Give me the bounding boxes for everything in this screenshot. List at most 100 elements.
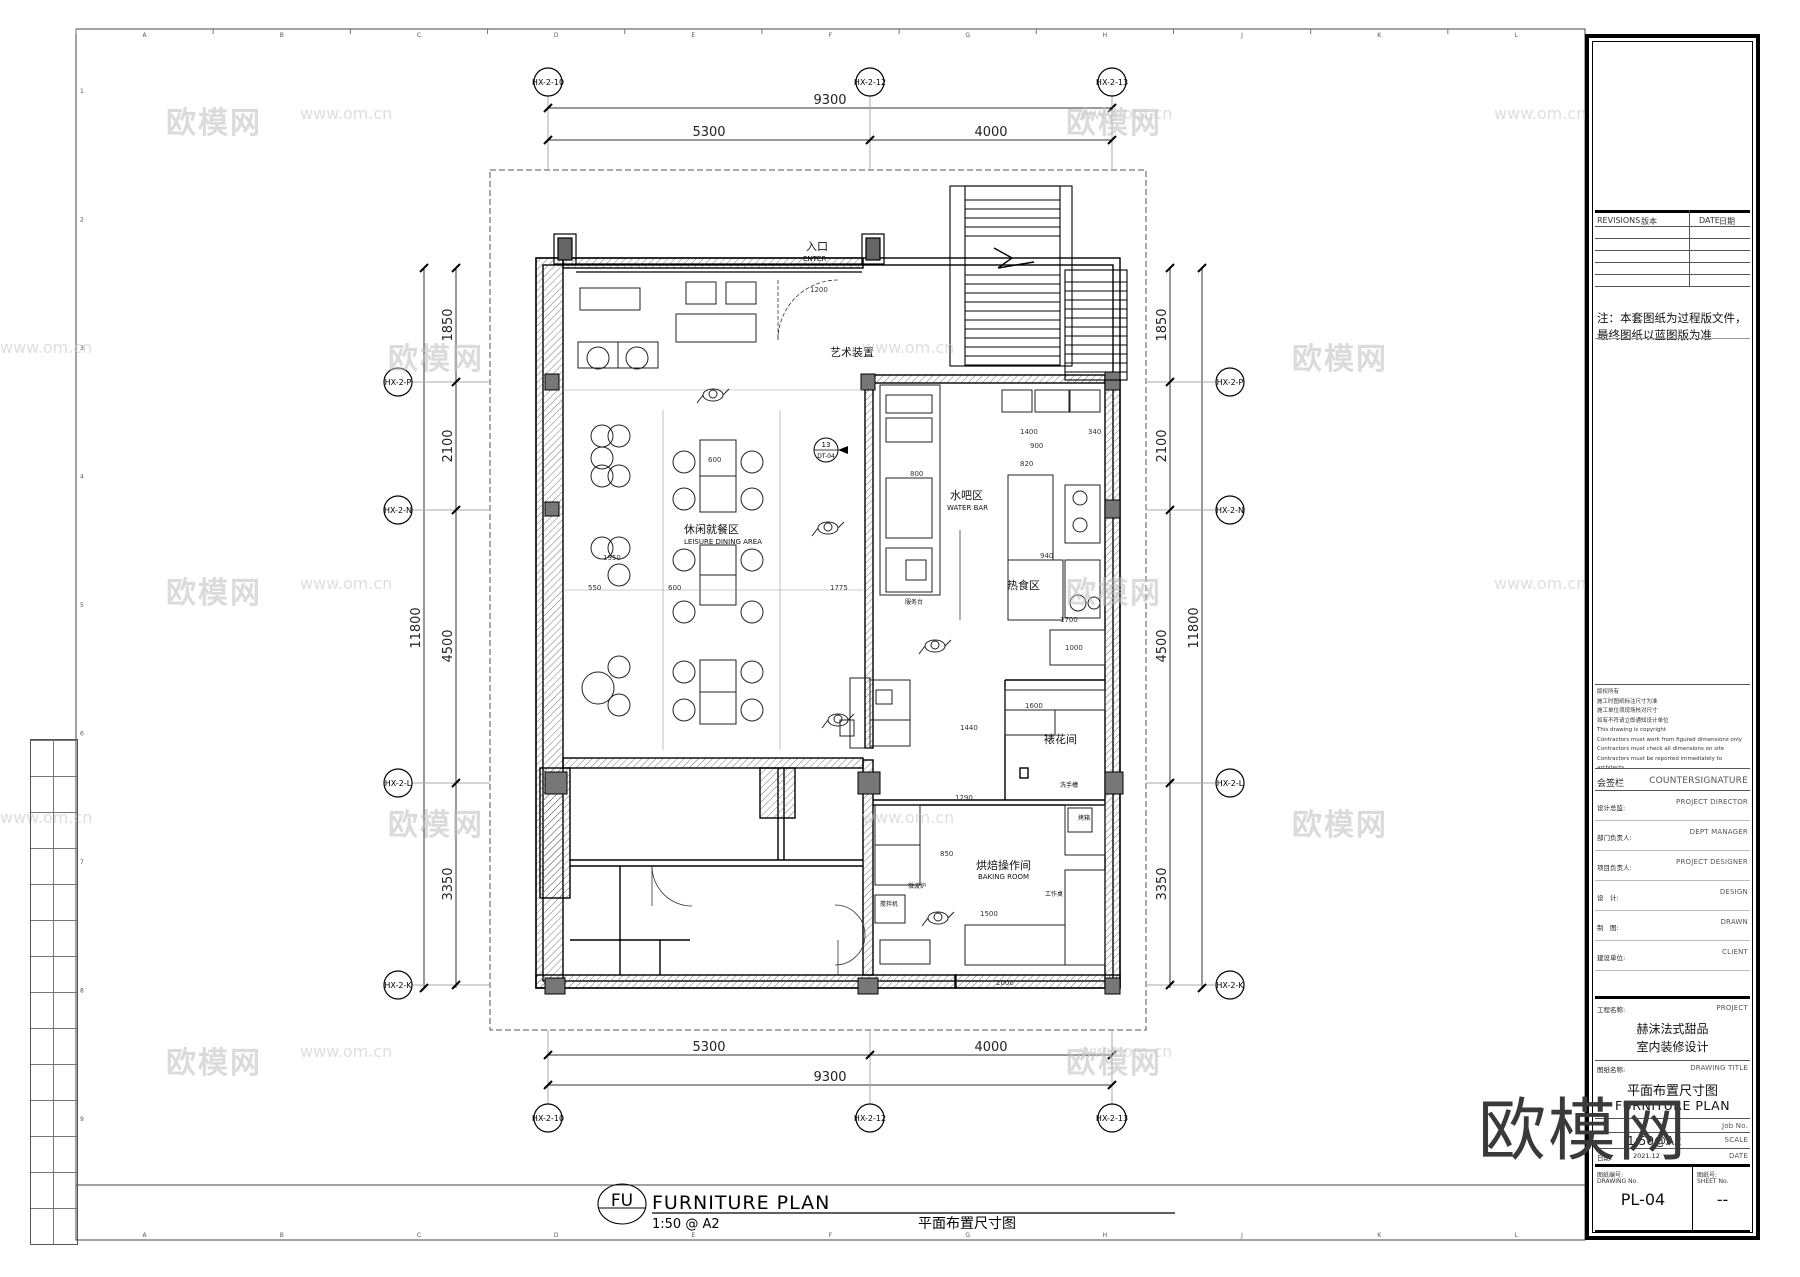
legend-cell — [31, 1136, 77, 1173]
frame-letter: L — [1515, 32, 1519, 39]
grid-bubble: HX-2-K — [1215, 970, 1245, 1000]
frame-number: 1 — [80, 88, 84, 95]
person-icon — [918, 639, 952, 655]
copyright-line: 施工时图纸标注尺寸为准 — [1597, 698, 1658, 705]
drawing-number: PL-04 — [1620, 1190, 1666, 1209]
inner-dimension: 900 — [1030, 442, 1043, 450]
grid-bubble-label: HX-2-12 — [854, 78, 886, 87]
inner-dimension: 1440 — [960, 724, 978, 732]
dim-top-left: 5300 — [692, 125, 725, 140]
watermark: 欧模网 — [1066, 576, 1162, 611]
label-art-cn: 艺术装置 — [830, 346, 874, 359]
frame-letter: D — [554, 1232, 559, 1239]
legend-cell — [31, 920, 77, 957]
label-microwave: 微波炉 — [908, 882, 926, 890]
frame-letter: F — [829, 1232, 833, 1239]
drawing-scale: 1:50 @ A2 — [652, 1217, 720, 1232]
inner-dimension: 1290 — [955, 794, 973, 802]
dimension-lines — [412, 95, 1215, 1105]
dining-furniture — [577, 281, 764, 725]
callout-number: 13 — [822, 441, 831, 449]
dim-right-3: 4500 — [1155, 629, 1170, 662]
grid-bubble-label: HX-2-10 — [532, 1114, 564, 1123]
role-cn: 部门负责人: — [1597, 834, 1632, 842]
frame-number: 2 — [80, 217, 84, 224]
grid-bubble: HX-2-N — [1215, 495, 1245, 525]
inner-dimension: 340 — [1088, 428, 1101, 436]
inner-dimension: 1400 — [1020, 428, 1038, 436]
frame-letter: D — [554, 32, 559, 39]
watermark: 欧模网 — [1292, 808, 1388, 843]
grid-bubble: HX-2-12 — [854, 1103, 886, 1133]
watermark: 欧模网 — [1066, 1046, 1162, 1081]
label-waterbar-cn: 水吧区 — [950, 489, 983, 502]
legend-cell — [31, 776, 77, 813]
frame-letter: B — [280, 1232, 284, 1239]
inner-dimension: 1775 — [830, 584, 848, 592]
grid-bubble: HX-2-P — [1215, 367, 1245, 397]
sheet-no-en: SHEET No. — [1697, 1178, 1729, 1185]
role-cn: 设 计: — [1597, 894, 1619, 902]
frame-number: 7 — [80, 859, 84, 866]
inner-dimension: 800 — [910, 470, 923, 478]
grid-bubble: HX-2-10 — [532, 1103, 564, 1133]
legend-cell — [31, 1028, 77, 1065]
project-name-1: 赫沫法式甜品 — [1636, 1022, 1709, 1036]
inner-dimension: 600 — [708, 456, 721, 464]
label-decor-cn: 裱花间 — [1044, 733, 1077, 746]
watermark-url: www.om.cn — [1080, 1042, 1173, 1061]
label-baking-en: BAKING ROOM — [978, 873, 1029, 881]
dim-left-4: 3350 — [441, 867, 456, 900]
entrance-door — [777, 279, 839, 341]
role-cn: 设计总监: — [1597, 804, 1626, 812]
inner-dimension: 1000 — [1065, 644, 1083, 652]
scale-label: SCALE — [1724, 1136, 1748, 1144]
grid-bubble: HX-2-P — [383, 367, 413, 397]
date-cn: 日期 — [1719, 217, 1735, 226]
grid-bubble-label: HX-2-13 — [1096, 1114, 1128, 1123]
inner-dimension: 2000 — [996, 979, 1014, 987]
grid-bubble-label: HX-2-P — [385, 378, 412, 387]
drawing-title-cn-label: 图纸名称: — [1597, 1066, 1626, 1074]
inner-dimension: 1200 — [810, 286, 828, 294]
grid-bubble-label: HX-2-13 — [1096, 78, 1128, 87]
entrance-pillars — [553, 233, 885, 273]
role-cn: 建设单位: — [1597, 954, 1626, 962]
inner-dimension: 600 — [668, 584, 681, 592]
job-no-label: Job No. — [1721, 1122, 1748, 1130]
copyright-line: 施工单位须现场核对尺寸 — [1597, 708, 1658, 714]
dim-left-3: 4500 — [441, 629, 456, 662]
frame-letter: E — [691, 32, 695, 39]
water-bar-fixtures — [879, 384, 961, 620]
frame-number: 4 — [80, 474, 84, 481]
legend-cell — [31, 1064, 77, 1101]
frame-letter: C — [417, 32, 421, 39]
drawing-extent-boundary — [489, 169, 1147, 1031]
person-icon — [696, 388, 730, 404]
copyright-line: Contractors must check all dimensions on… — [1597, 746, 1725, 752]
drawing-code: FU — [611, 1191, 633, 1211]
legend-cell — [31, 740, 77, 777]
countersign-cn: 会签栏 — [1597, 779, 1625, 789]
project-name-2: 室内装修设计 — [1636, 1040, 1709, 1054]
watermark-url: www.om.cn — [300, 104, 393, 123]
dim-right-1: 1850 — [1155, 308, 1170, 341]
frame-letter: F — [829, 32, 833, 39]
legend-cell — [31, 848, 77, 885]
label-oven: 烤箱 — [1078, 814, 1090, 822]
dim-right-2: 2100 — [1155, 429, 1170, 462]
role-en: DESIGN — [1719, 888, 1748, 896]
label-waterbar-en: WATER BAR — [947, 504, 988, 512]
frame-letter: C — [417, 1232, 421, 1239]
lower-doors — [651, 865, 866, 975]
inner-dimension: 550 — [588, 584, 601, 592]
grid-bubble: HX-2-10 — [532, 67, 564, 97]
grid-bubble-label: HX-2-12 — [854, 1114, 886, 1123]
copyright-line: Contractors must work from figured dimen… — [1597, 736, 1743, 743]
frame-number: 8 — [80, 987, 84, 994]
role-en: PROJECT DIRECTOR — [1676, 798, 1748, 806]
frame-letter: G — [965, 1232, 970, 1239]
dimension-ticks — [419, 103, 1207, 1090]
